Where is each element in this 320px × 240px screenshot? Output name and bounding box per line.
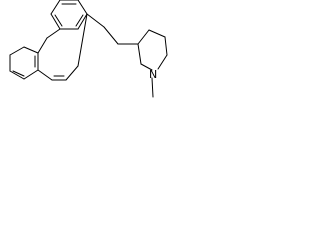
bond: [77, 13, 88, 30]
bond: [9, 46, 25, 56]
bond: [46, 28, 61, 39]
n-methyl-group: [151, 77, 154, 98]
double-bond-inner: [75, 14, 84, 27]
bond: [50, 13, 61, 30]
bond: [23, 46, 39, 54]
benzene-ring: [50, 0, 88, 30]
double-bond-inner: [54, 14, 63, 27]
piperidine-ring: [137, 29, 168, 71]
bond: [9, 70, 25, 80]
bond: [50, 0, 61, 15]
chemical-structure-diagram: N: [9, 0, 168, 98]
dihydro-ring: [9, 46, 39, 80]
bond: [137, 43, 142, 65]
ethyl-linker: [86, 13, 139, 45]
bond: [148, 29, 166, 38]
bond: [65, 65, 79, 81]
bond: [86, 13, 105, 28]
double-bond-inner: [12, 70, 25, 77]
bond: [37, 37, 48, 54]
bond: [23, 69, 39, 80]
bond: [37, 69, 53, 81]
bond: [164, 36, 168, 56]
bond: [77, 0, 88, 15]
cyclooctene-ring: [37, 13, 88, 81]
nitrogen-atom-label: N: [149, 68, 157, 81]
bond: [151, 77, 154, 98]
bond: [137, 29, 150, 45]
bond: [77, 13, 88, 67]
bond: [140, 63, 153, 71]
bond: [157, 54, 168, 70]
bond: [103, 26, 119, 45]
